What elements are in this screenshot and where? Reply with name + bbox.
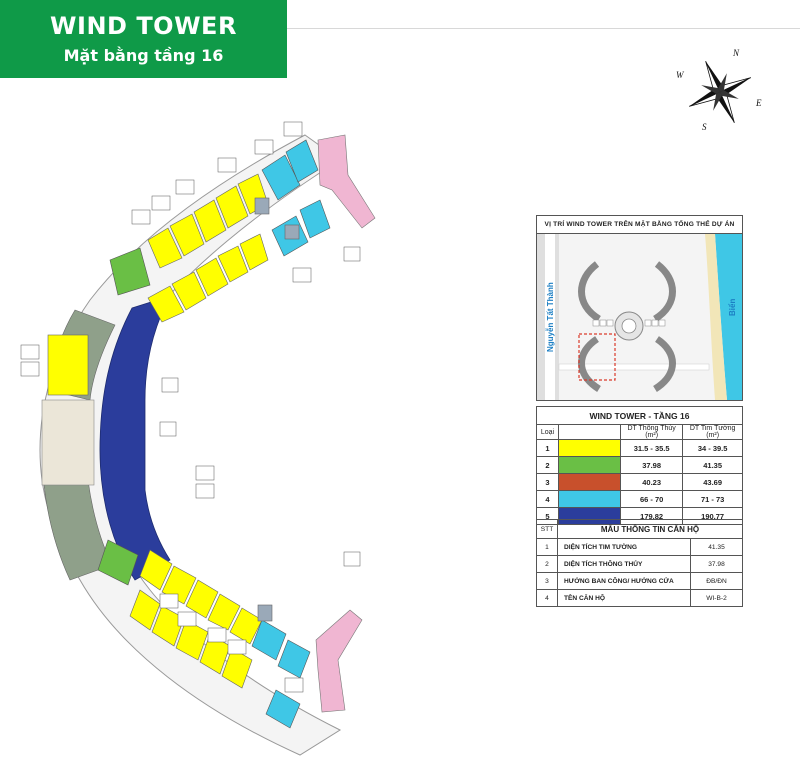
info-label: DIỆN TÍCH THÔNG THỦY — [557, 555, 691, 573]
header-divider — [287, 28, 800, 29]
legend-swatch — [558, 490, 621, 508]
legend-net-area: 31.5 - 35.5 — [619, 439, 684, 457]
apartment-info-sample: STT MẪU THÔNG TIN CĂN HỘ 1 DIỆN TÍCH TIM… — [536, 519, 743, 607]
legend-row: 1 31.5 - 35.5 34 - 39.5 — [536, 439, 743, 457]
legend-type: 4 — [536, 490, 559, 508]
info-stt: 2 — [536, 555, 558, 573]
legend-type: 3 — [536, 473, 559, 491]
floor-plan — [20, 121, 376, 756]
legend-row: 3 40.23 43.69 — [536, 473, 743, 491]
legend-swatch — [558, 456, 621, 474]
legend-gross-area: 71 - 73 — [682, 490, 743, 508]
info-stt: 4 — [536, 589, 558, 607]
compass-n: N — [732, 48, 740, 58]
info-row: 1 DIỆN TÍCH TIM TƯỜNG 41.35 — [536, 538, 743, 556]
info-stt: 1 — [536, 538, 558, 556]
info-value: ĐB/ĐN — [690, 572, 743, 590]
road-label: Nguyễn Tất Thành — [546, 282, 555, 352]
page-subtitle: Mặt bằng tầng 16 — [63, 46, 224, 65]
compass-e: E — [755, 98, 762, 108]
legend-gross-area: 43.69 — [682, 473, 743, 491]
info-row: 2 DIỆN TÍCH THÔNG THỦY 37.98 — [536, 555, 743, 573]
sea-label: Biển — [728, 299, 737, 316]
compass-rose-icon: N E S W — [676, 48, 762, 132]
info-label: HƯỚNG BAN CÔNG/ HƯỚNG CỬA — [557, 572, 691, 590]
info-value: 37.98 — [690, 555, 743, 573]
legend-net-area: 37.98 — [619, 456, 684, 474]
legend-type: 2 — [536, 456, 559, 474]
legend-header-type: Loại — [536, 424, 559, 440]
legend-type: 1 — [536, 439, 559, 457]
compass-w: W — [676, 70, 685, 80]
legend-row: 2 37.98 41.35 — [536, 456, 743, 474]
info-row: 4 TÊN CĂN HỘ WI-B-2 — [536, 589, 743, 607]
legend-swatch — [558, 439, 621, 457]
info-label: TÊN CĂN HỘ — [557, 589, 691, 607]
info-title: MẪU THÔNG TIN CĂN HỘ — [557, 519, 743, 539]
unit-type5 — [99, 295, 171, 581]
legend-net-area: 66 - 70 — [619, 490, 684, 508]
legend-gross-area: 34 - 39.5 — [682, 439, 743, 457]
legend-gross-area: 41.35 — [682, 456, 743, 474]
legend-header-net-area: DT Thông Thủy (m²) — [619, 424, 684, 440]
unit-type-legend: WIND TOWER - TẦNG 16 Loại DT Thông Thủy … — [536, 406, 743, 525]
site-plan-map: Nguyễn Tất Thành Biển — [537, 234, 742, 400]
legend-header-color — [558, 424, 621, 440]
legend-swatch — [558, 473, 621, 491]
info-value: WI-B-2 — [690, 589, 743, 607]
info-stt: 3 — [536, 572, 558, 590]
info-header-stt: STT — [536, 519, 558, 539]
legend-net-area: 40.23 — [619, 473, 684, 491]
legend-header-gross-area: DT Tim Tường (m²) — [682, 424, 743, 440]
site-plan-title: VỊ TRÍ WIND TOWER TRÊN MẶT BẰNG TỔNG THỂ… — [537, 216, 742, 234]
info-row: 3 HƯỚNG BAN CÔNG/ HƯỚNG CỬA ĐB/ĐN — [536, 572, 743, 590]
legend-row: 4 66 - 70 71 - 73 — [536, 490, 743, 508]
header-banner: WIND TOWER Mặt bằng tầng 16 — [0, 0, 287, 78]
page-title: WIND TOWER — [50, 12, 237, 40]
compass-s: S — [702, 122, 707, 132]
info-label: DIỆN TÍCH TIM TƯỜNG — [557, 538, 691, 556]
info-value: 41.35 — [690, 538, 743, 556]
legend-title: WIND TOWER - TẦNG 16 — [536, 406, 743, 425]
site-location-plan: VỊ TRÍ WIND TOWER TRÊN MẶT BẰNG TỔNG THỂ… — [536, 215, 743, 401]
